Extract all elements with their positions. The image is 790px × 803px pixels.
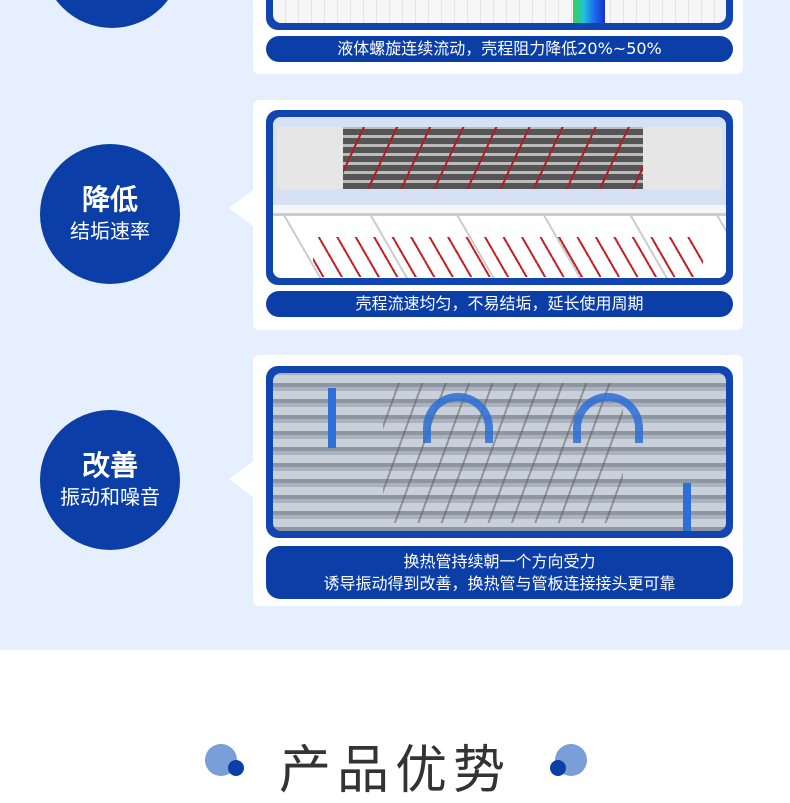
tube-bundle-image: [266, 366, 733, 538]
feature-caption-scaling: 壳程流速均匀，不易结垢，延长使用周期: [266, 291, 733, 317]
badge-subheading: 振动和噪音: [60, 485, 160, 509]
feature-caption-1: 液体螺旋连续流动，壳程阻力降低20%~50%: [266, 36, 733, 62]
flow-simulation-image: [266, 0, 733, 30]
feature-caption-vibration: 换热管持续朝一个方向受力 诱导振动得到改善，换热管与管板连接接头更可靠: [266, 546, 733, 599]
section-title: 产品优势: [278, 741, 511, 801]
card-pointer: [229, 190, 253, 226]
caption-line-1: 换热管持续朝一个方向受力: [403, 551, 596, 571]
feature-card-1: 液体螺旋连续流动，壳程阻力降低20%~50%: [253, 0, 743, 74]
badge-heading: 改善: [81, 449, 138, 482]
caption-line-2: 诱导振动得到改善，换热管与管板连接接头更可靠: [323, 573, 676, 593]
feature-badge-1: [42, 0, 182, 28]
caption-text: 壳程流速均匀，不易结垢，延长使用周期: [355, 294, 644, 313]
card-pointer: [229, 461, 253, 497]
decor-dot-left-small: [228, 760, 244, 776]
feature-badge-vibration: 改善 振动和噪音: [40, 410, 180, 550]
badge-heading: 降低: [81, 183, 138, 216]
decor-dot-right-small: [550, 760, 566, 776]
helical-baffle-image: [266, 110, 733, 285]
badge-subheading: 结垢速率: [70, 219, 150, 243]
feature-card-scaling: 壳程流速均匀，不易结垢，延长使用周期: [229, 100, 743, 330]
caption-text: 液体螺旋连续流动，壳程阻力降低20%~50%: [337, 39, 662, 58]
feature-card-vibration: 换热管持续朝一个方向受力 诱导振动得到改善，换热管与管板连接接头更可靠: [229, 355, 743, 606]
features-section: 液体螺旋连续流动，壳程阻力降低20%~50% 降低 结垢速率 壳程流速均匀，不易…: [0, 0, 790, 650]
feature-badge-scaling: 降低 结垢速率: [40, 144, 180, 284]
